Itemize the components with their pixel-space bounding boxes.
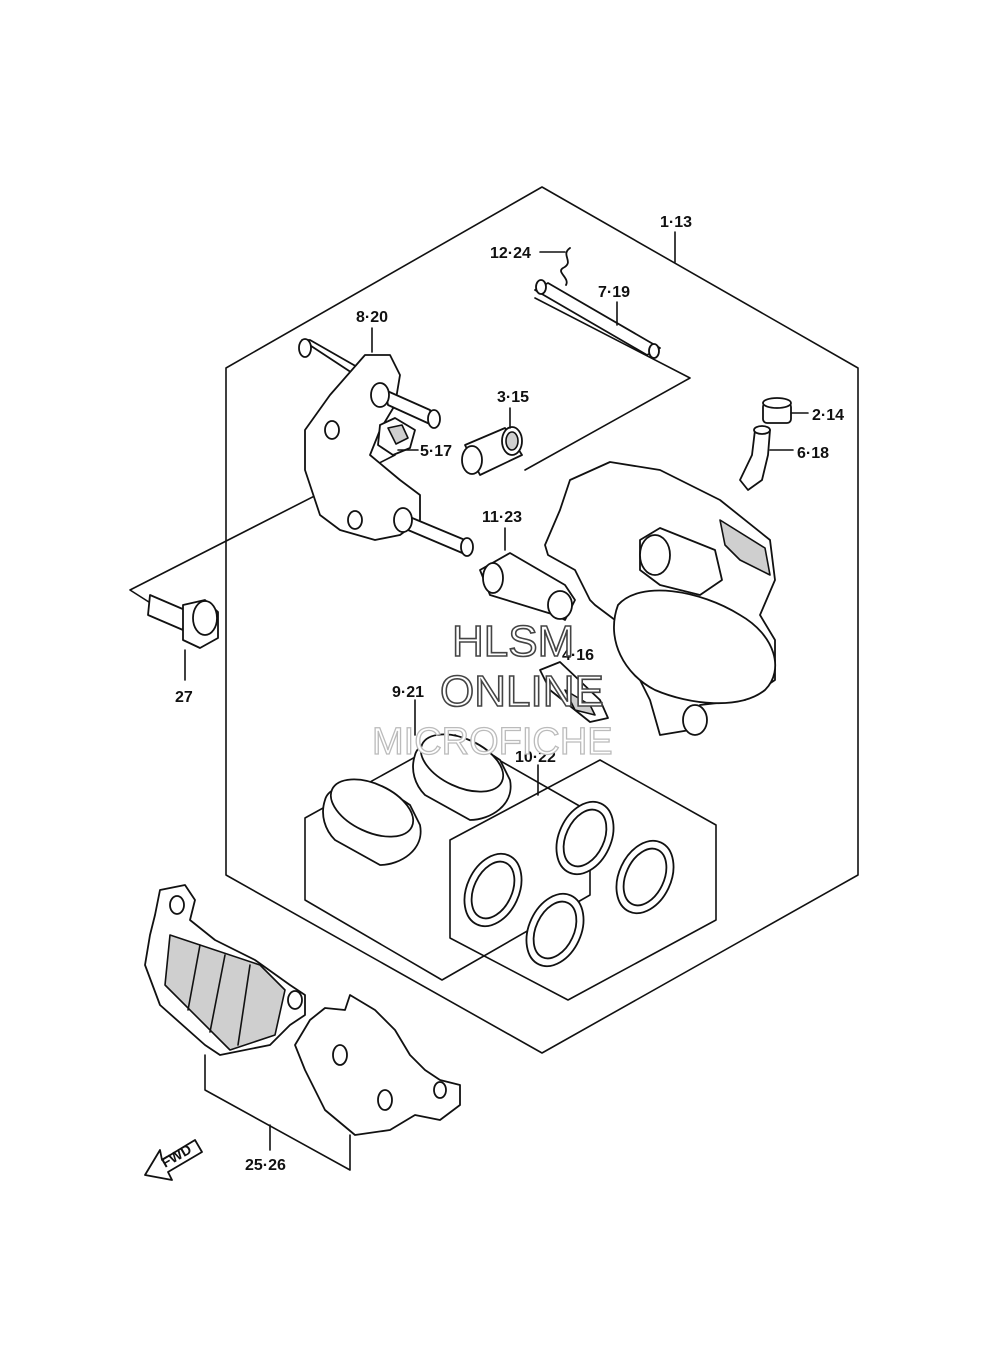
watermark-line-1: HLSM [452,617,574,666]
label-25-26: 25·26 [245,1157,286,1174]
label-2-14: 2·14 [812,407,844,424]
label-4-16: 4·16 [562,647,594,664]
mounting-bolt [147,594,219,649]
watermark-line-3: MICROFICHE [372,721,613,763]
caliper-assembly-outline [225,186,859,1054]
label-11-23: 11·23 [482,509,522,526]
piston-seal-2 [555,800,615,876]
pad-pin [534,279,661,359]
label-10-22: 10·22 [515,749,556,766]
piston-seal-4 [615,839,675,915]
forward-direction-arrow: FWD [144,1139,203,1181]
label-12-24: 12·24 [490,245,531,262]
piston-1 [322,778,422,866]
label-9-21: 9·21 [392,684,424,701]
slide-pin-boot-lower [479,552,576,621]
bleeder-valve [739,425,771,491]
brake-pad-outer [144,884,306,1056]
seal-kit-outline [449,759,717,1001]
piston-seal-1 [463,852,523,928]
pad-spring [539,661,609,723]
piston-2 [412,733,512,821]
label-1-13: 1·13 [660,214,692,231]
label-8-20: 8·20 [356,309,388,326]
brake-pad-inner [294,994,461,1136]
pad-pin-clip [560,247,571,286]
label-3-15: 3·15 [497,389,529,406]
watermark-line-2: ONLINE [440,667,604,716]
pads-leader [204,1054,351,1171]
slide-pin-boot-upper [461,426,523,476]
bleeder-cap [762,397,792,424]
bracket-spring [377,417,416,456]
caliper-body [544,461,777,736]
label-27: 27 [175,689,193,706]
label-5-17: 5·17 [420,443,452,460]
label-6-18: 6·18 [797,445,829,462]
caliper-bracket [298,338,474,557]
pin-subgroup-outline [524,297,691,471]
label-7-19: 7·19 [598,284,630,301]
piston-seal-3 [525,892,585,968]
